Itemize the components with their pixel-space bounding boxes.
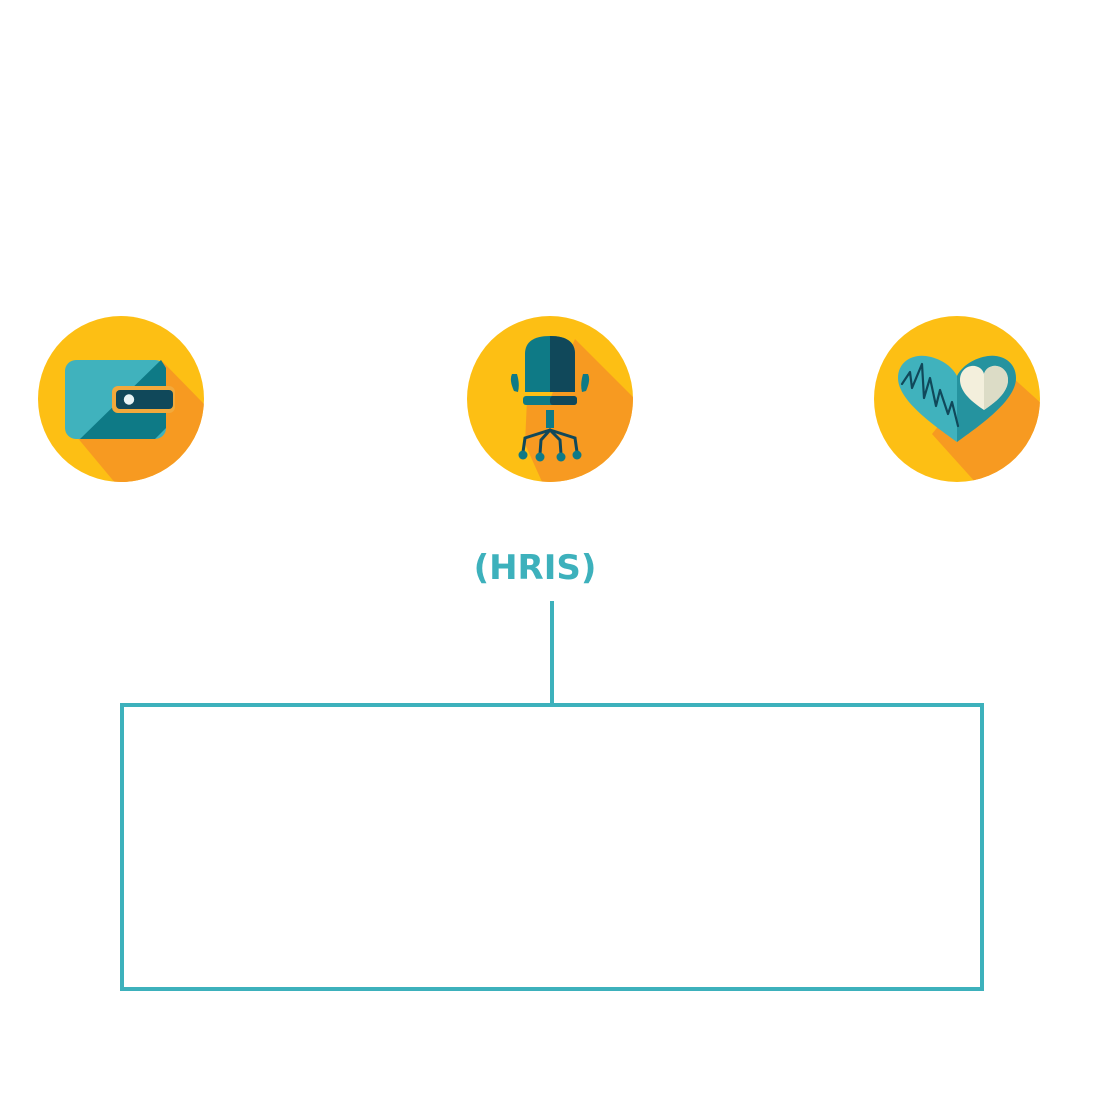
wallet-icon — [36, 314, 206, 484]
connector-line — [550, 601, 554, 704]
heart-pulse-icon — [872, 314, 1042, 484]
hris-label: (HRIS) — [473, 548, 597, 588]
content-box — [120, 703, 984, 991]
office-chair-icon — [465, 314, 635, 484]
